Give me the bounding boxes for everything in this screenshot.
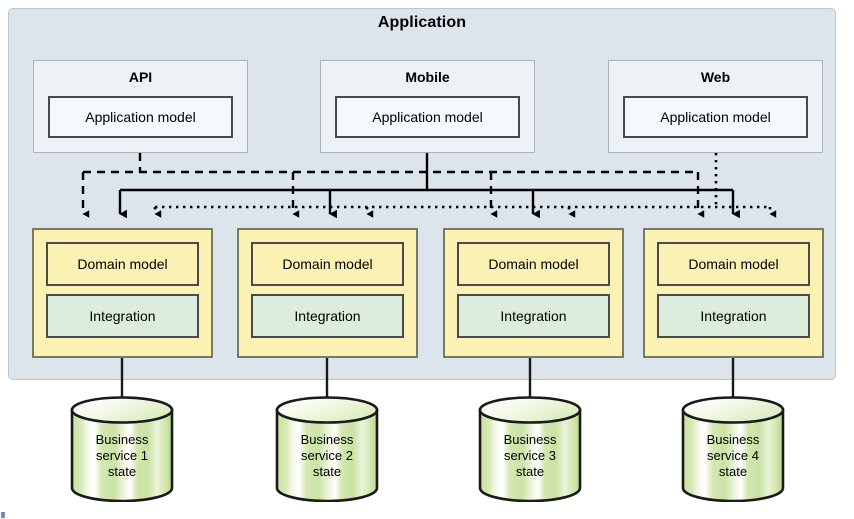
database-label-1: Business service 1 state — [95, 432, 149, 479]
application-model-web: Application model — [623, 96, 808, 138]
channel-title-mobile: Mobile — [405, 69, 450, 85]
web-bus-dotted — [153, 153, 777, 218]
service-db-stems — [120, 358, 735, 404]
database-cylinder-3[interactable]: Business service 3 state — [478, 396, 582, 502]
channel-box-mobile[interactable]: Mobile Application model — [320, 60, 535, 153]
service-panel-2[interactable]: Domain model Integration — [237, 228, 418, 358]
channel-box-web[interactable]: Web Application model — [608, 60, 823, 153]
service-panel-4[interactable]: Domain model Integration — [643, 228, 824, 358]
page-title: Application — [377, 14, 467, 31]
domain-model-4: Domain model — [657, 242, 810, 286]
database-cylinder-2[interactable]: Business service 2 state — [275, 396, 379, 502]
database-cylinder-4[interactable]: Business service 4 state — [681, 396, 785, 502]
domain-model-2: Domain model — [251, 242, 404, 286]
integration-1: Integration — [46, 294, 199, 338]
domain-model-3: Domain model — [457, 242, 610, 286]
service-panel-3[interactable]: Domain model Integration — [443, 228, 624, 358]
channel-box-api[interactable]: API Application model — [33, 60, 248, 153]
corner-mark — [1, 512, 5, 518]
api-bus-dashed — [83, 153, 698, 174]
mobile-bus-solid — [118, 153, 740, 219]
integration-4: Integration — [657, 294, 810, 338]
database-label-2: Business service 2 state — [300, 432, 354, 479]
database-label-3: Business service 3 state — [503, 432, 557, 479]
integration-2: Integration — [251, 294, 404, 338]
application-model-mobile: Application model — [335, 96, 520, 138]
service-panel-1[interactable]: Domain model Integration — [32, 228, 213, 358]
domain-model-1: Domain model — [46, 242, 199, 286]
application-model-api: Application model — [48, 96, 233, 138]
cylinder-shape-2 — [275, 396, 379, 502]
cylinder-shape-1 — [70, 396, 174, 502]
cylinder-shape-3 — [478, 396, 582, 502]
integration-3: Integration — [457, 294, 610, 338]
database-label-4: Business service 4 state — [706, 432, 760, 479]
cylinder-shape-4 — [681, 396, 785, 502]
database-cylinder-1[interactable]: Business service 1 state — [70, 396, 174, 502]
channel-title-web: Web — [700, 69, 731, 85]
channel-title-api: API — [128, 69, 153, 85]
